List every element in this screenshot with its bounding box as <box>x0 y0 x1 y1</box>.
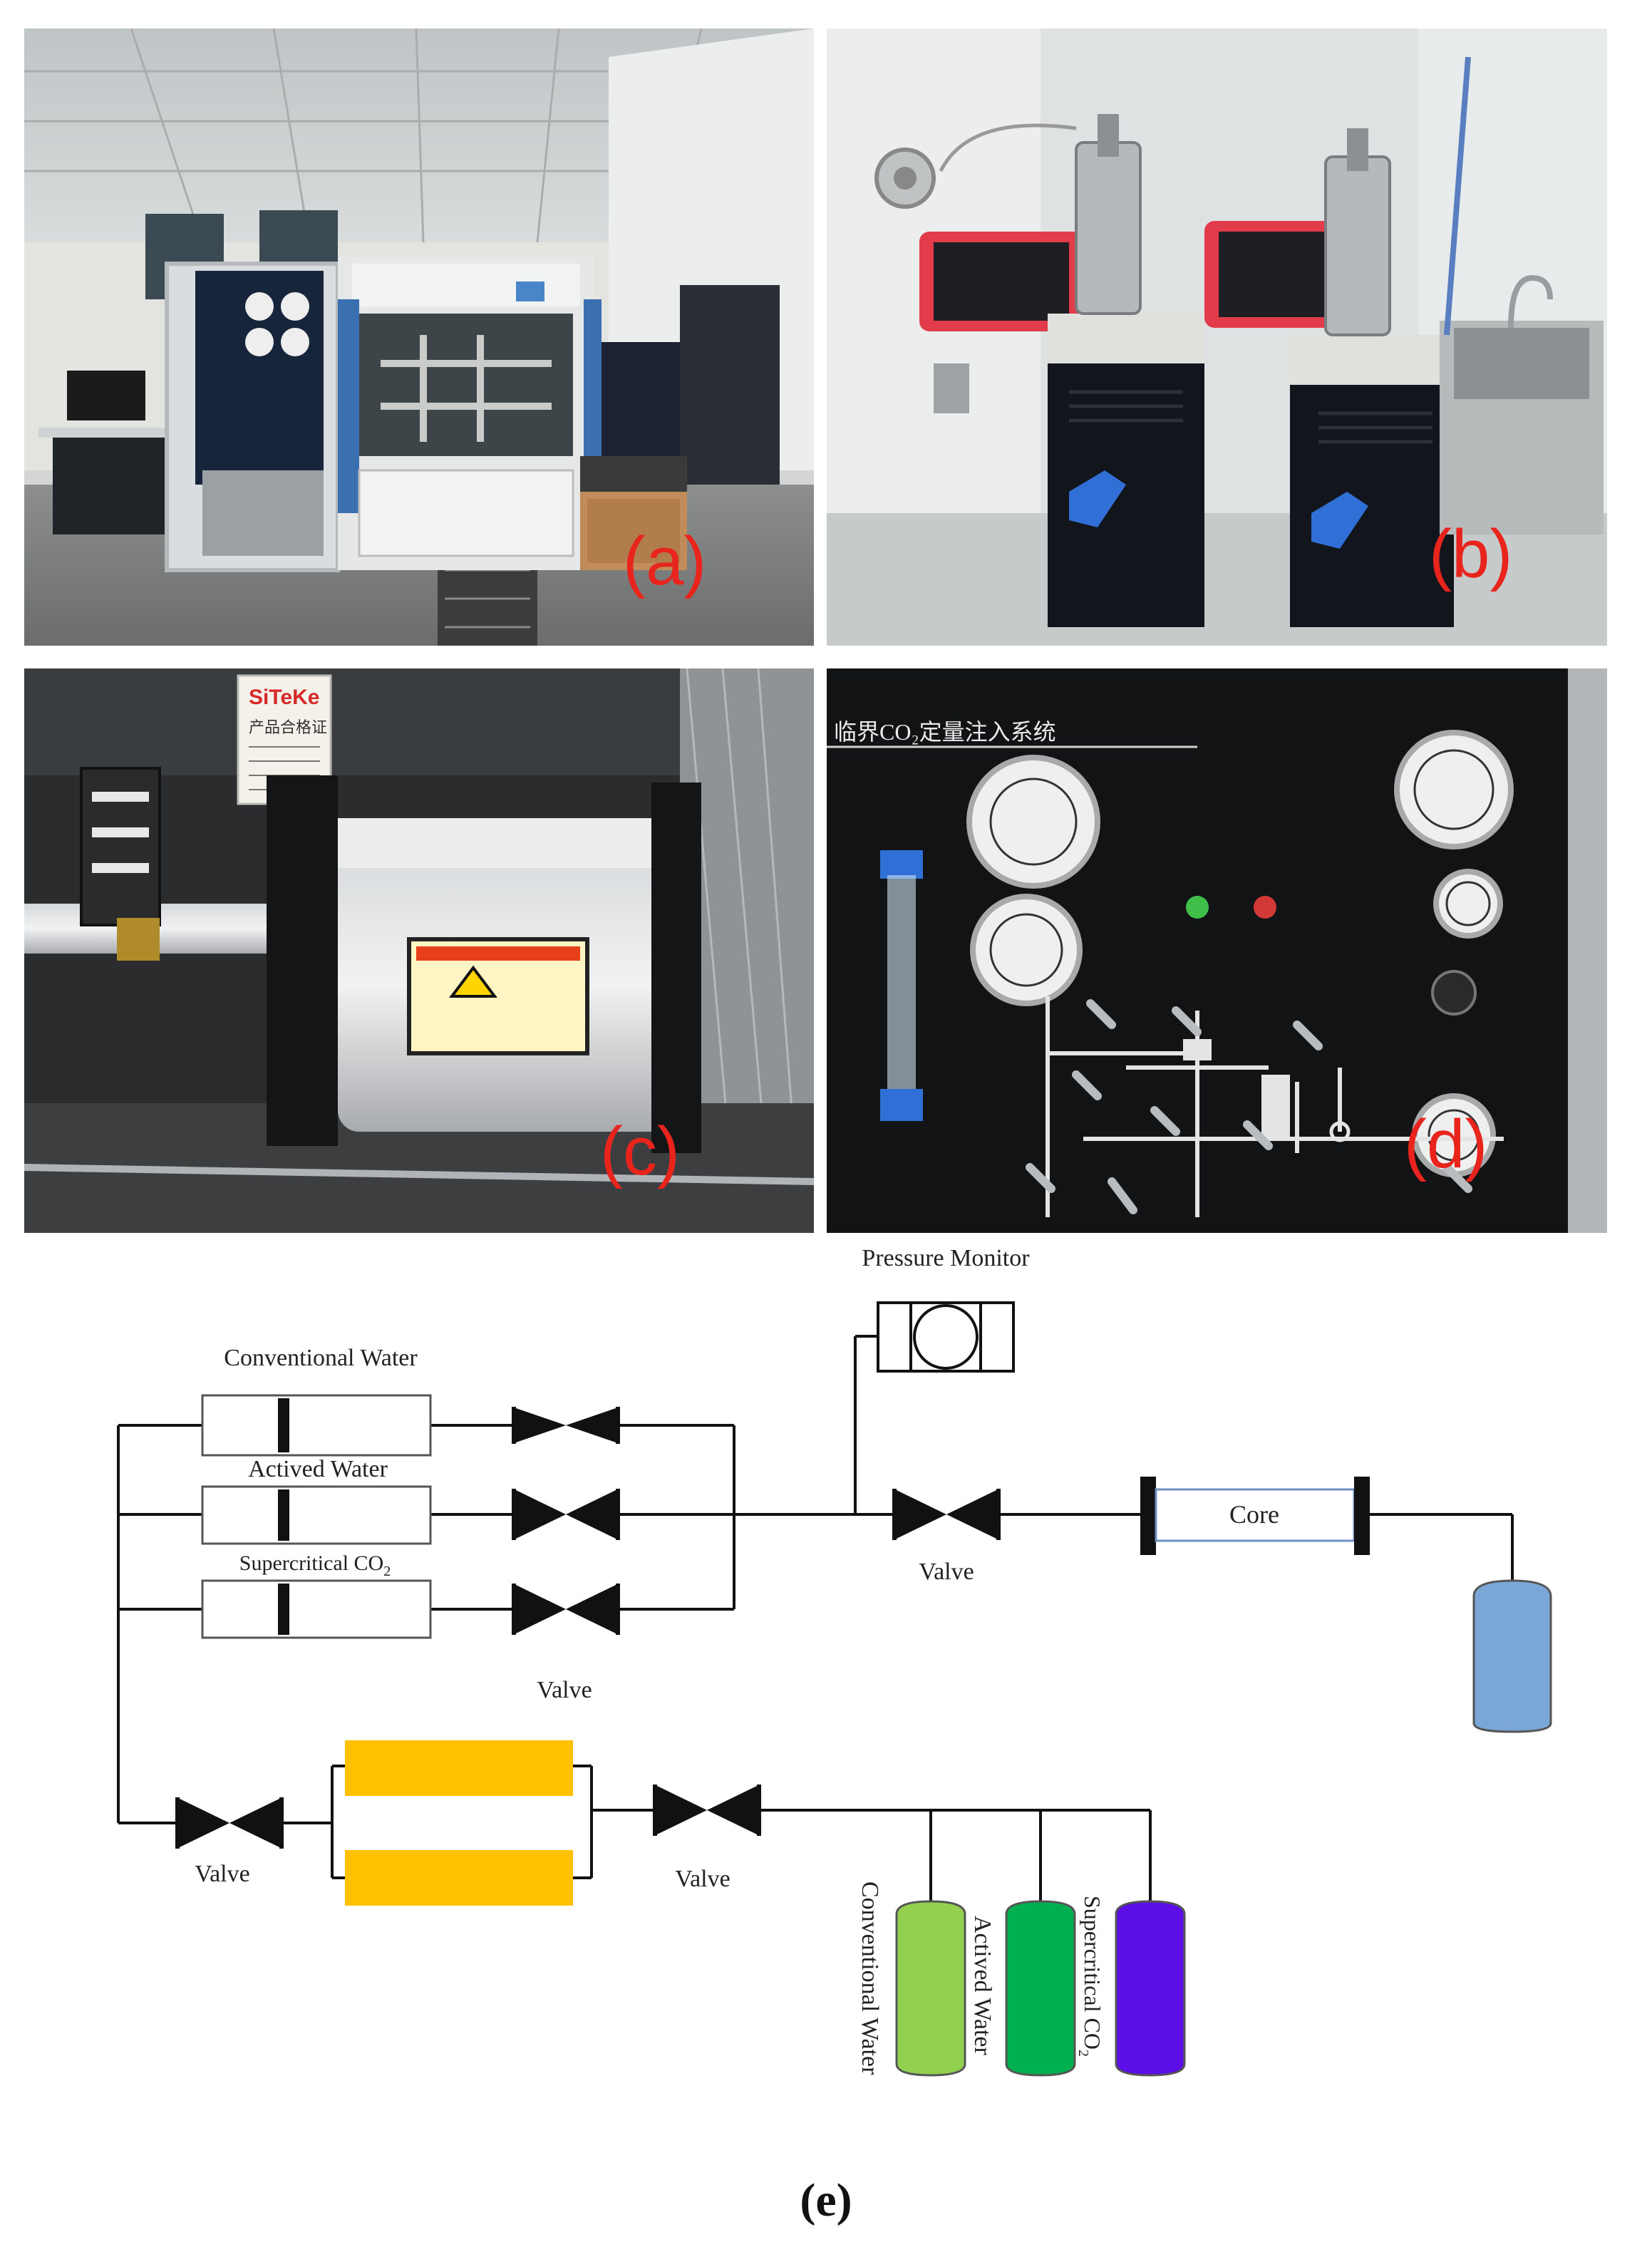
label-valve-main: Valve <box>919 1559 974 1585</box>
label-core: Core <box>1229 1500 1279 1529</box>
container-actived-water <box>201 1485 432 1545</box>
container-supercritical-co2 <box>201 1579 432 1639</box>
panel-label-c: (c) <box>600 1113 680 1189</box>
tank-conventional-water <box>895 1900 966 2077</box>
valve-supercritical-co2[interactable] <box>512 1584 620 1635</box>
valve-actived-water[interactable] <box>512 1489 620 1540</box>
pressure-monitor-label: Pressure Monitor <box>862 1245 1030 1271</box>
panel-label-d: (d) <box>1404 1106 1488 1182</box>
label-tank-conventional-water: Conventional Water <box>857 1881 883 2075</box>
connecting-pipes <box>117 1335 1514 1907</box>
outlet-collector <box>1472 1579 1552 1733</box>
valve-pump-inlet[interactable] <box>175 1797 284 1849</box>
tank-supercritical-co2 <box>1115 1900 1186 2077</box>
label-supercritical-co2: Supercritical CO2 <box>239 1551 391 1579</box>
label-tank-actived-water: Actived Water <box>969 1916 996 2056</box>
pressure-monitor <box>877 1301 1015 1373</box>
label-valve-group: Valve <box>537 1677 592 1703</box>
tank-actived-water <box>1005 1900 1076 2077</box>
photo-b-injection-pumps: (b) <box>827 29 1607 646</box>
pump-upper <box>345 1740 573 1796</box>
tag-brand: SiTeKe <box>249 686 319 709</box>
label-valve-pump-inlet: Valve <box>195 1861 249 1887</box>
label-conventional-water: Conventional Water <box>224 1345 418 1371</box>
photo-a-lab-apparatus: (a) <box>24 29 814 646</box>
figure-caption: (e) <box>800 2174 852 2226</box>
panel-label-b: (b) <box>1429 516 1513 592</box>
flow-schematic-diagram: Pressure Monitor Conventional Water Acti… <box>117 1245 1552 2077</box>
panel-d-title: 临界CO₂定量注入系统 <box>834 719 1056 745</box>
photo-d-co2-injection-panel: 临界CO₂定量注入系统 <box>827 668 1607 1233</box>
valve-main[interactable] <box>892 1489 1001 1540</box>
label-tank-supercritical-co2: Supercritical CO2 <box>1075 1896 1105 2057</box>
tag-title: 产品合格证 <box>249 718 327 736</box>
photo-c-booster-pump: SiTeKe 产品合格证 (c) <box>24 668 814 1233</box>
valve-pump-outlet[interactable] <box>653 1784 761 1836</box>
core-holder <box>1140 1477 1370 1555</box>
panel-label-a: (a) <box>623 523 707 599</box>
container-conventional-water <box>201 1394 432 1457</box>
pump-lower <box>345 1850 573 1906</box>
label-valve-pump-outlet: Valve <box>675 1866 730 1892</box>
label-actived-water: Actived Water <box>248 1456 388 1482</box>
valve-conventional-water[interactable] <box>512 1407 620 1444</box>
